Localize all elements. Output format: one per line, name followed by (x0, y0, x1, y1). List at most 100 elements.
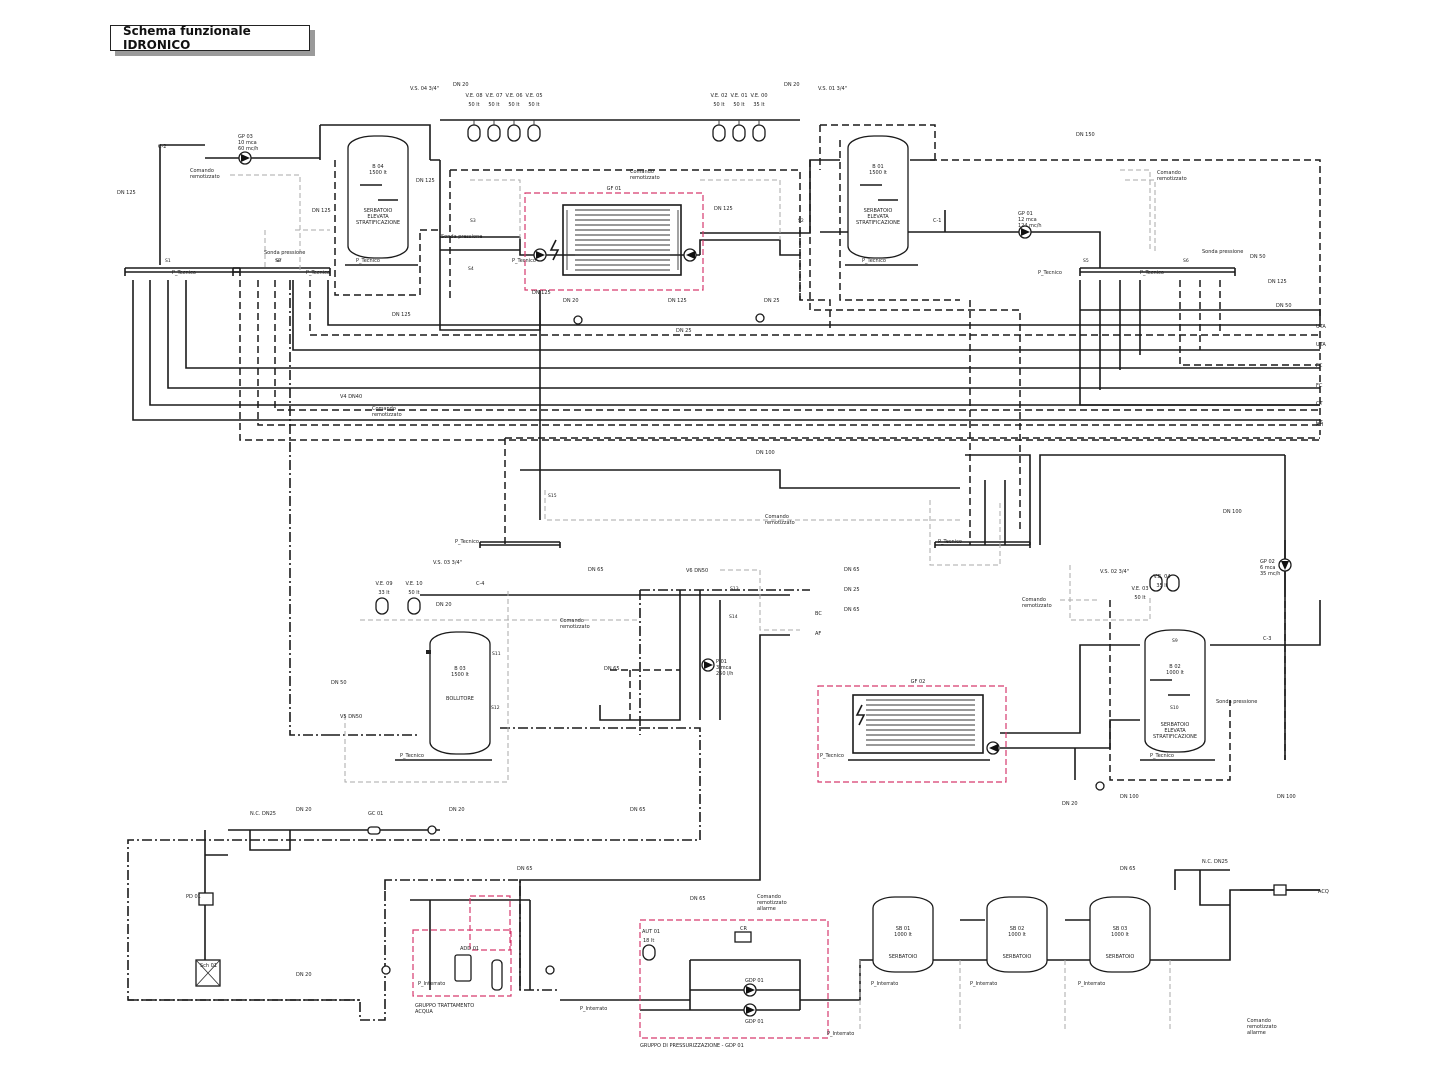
connection-tag-label: C-3 (1263, 636, 1271, 642)
pipe-annotation: DN 125 (416, 178, 435, 184)
pipe-annotation: Sonda pressione (1202, 249, 1243, 255)
tank-id-label: SB 03 (1113, 926, 1128, 932)
expansion-vessel-name: V.E. 07 (485, 93, 502, 99)
pipe-annotation: P_Tecnico (356, 258, 380, 264)
expansion-vessel-volume: 50 lt (488, 102, 499, 108)
tank-id-label: B 02 (1169, 664, 1180, 670)
pipe-annotation: DN 20 (563, 298, 579, 304)
pump-label: 3 mca (716, 665, 731, 671)
terminal-label: AF (815, 631, 821, 637)
pipe-annotation: DN 125 (1268, 279, 1287, 285)
pipe-annotation: P_Tecnico (455, 539, 479, 545)
sensor-label: S6 (1183, 258, 1189, 264)
pipework-upper-left (124, 124, 1320, 736)
pipe-annotation: DN 150 (1076, 132, 1095, 138)
tank-desc-label: SERBATOIO (364, 208, 393, 214)
tank-id-label: B 01 (872, 164, 883, 170)
chiller-units (549, 204, 990, 761)
pump-label: 124 mc/h (1018, 223, 1042, 229)
expansion-vessel-name: V.E. 04 (1153, 574, 1170, 580)
tank-desc-label: BOLLITORE (446, 696, 474, 702)
sensor-label: S7 (276, 258, 282, 264)
pipe-annotation: DN 100 (1223, 509, 1242, 515)
gdp-label: GDP 01 (745, 1019, 764, 1025)
sensor-label: S15 (548, 493, 557, 499)
sensor-label: S13 (730, 586, 739, 592)
pump-label: 35 mc/h (1260, 571, 1280, 577)
terminal-label: FC (1316, 363, 1323, 369)
expansion-vessel-volume: 33 lt (378, 590, 389, 596)
tank-desc-label: SERBATOIO (1161, 722, 1190, 728)
tank-id-label: 1000 lt (1111, 932, 1129, 938)
cr-label: CR (740, 926, 747, 932)
tank-id-label: 1500 lt (869, 170, 887, 176)
remote-alarm-caption: allarme (757, 906, 776, 912)
pressurization-caption: GRUPPO DI PRESSURIZZAZIONE - GDP 01 (640, 1043, 744, 1049)
tank-id-label: 1000 lt (1166, 670, 1184, 676)
remote-command-caption: remotizzato (1022, 603, 1052, 609)
remote-command-caption: Comando (765, 514, 789, 520)
pipe-annotation: DN 65 (604, 666, 620, 672)
pipe-annotation: DN 65 (844, 607, 860, 613)
remote-command-caption: remotizzato (190, 174, 220, 180)
pipe-annotation: DN 50 (1276, 303, 1292, 309)
tank-desc-label: ELEVATA (867, 214, 889, 220)
auxiliary-blocks (195, 313, 1287, 991)
pipe-annotation: N.C. DN25 (250, 811, 276, 817)
pipe-annotation: P_Tecnico (1140, 270, 1164, 276)
pipe-annotation: P_Tecnico (862, 258, 886, 264)
pipe-annotation: DN 25 (764, 298, 780, 304)
terminal-label: CT (1316, 420, 1323, 426)
pipe-annotation: N.C. DN25 (1202, 859, 1228, 865)
terminal-label: ACQ (1318, 889, 1329, 895)
sensor-label: S10 (1170, 705, 1179, 711)
pump-label: GP 02 (1260, 559, 1275, 565)
pipe-annotation: DN 100 (1120, 794, 1139, 800)
terminal-label: RH (1316, 422, 1323, 428)
pipe-annotation: DN 100 (756, 450, 775, 456)
terminal-label: UTA (1316, 324, 1326, 330)
sensor-label: S5 (1083, 258, 1089, 264)
diagram-title: Schema funzionale IDRONICO (123, 24, 251, 52)
pipe-annotation: P_Interrato (970, 981, 997, 987)
package-outlines (412, 192, 1007, 1039)
tank-shapes (345, 135, 1215, 973)
pipe-annotation: V.S. 01 3/4" (818, 86, 847, 92)
remote-alarm-caption: Comando (757, 894, 781, 900)
expansion-vessel-volume: 50 lt (733, 102, 744, 108)
expansion-vessel-name: V.E. 00 (750, 93, 767, 99)
tank-id-label: SB 02 (1010, 926, 1025, 932)
tank-id-label: 1000 lt (894, 932, 912, 938)
remote-command-caption: Comando (630, 169, 654, 175)
pipe-annotation: P_Interrato (1078, 981, 1105, 987)
expansion-vessel-volume: 50 lt (468, 102, 479, 108)
pipe-annotation: DN 125 (117, 190, 136, 196)
remote-alarm-caption: remotizzato (1247, 1024, 1277, 1030)
pipe-annotation: DN 20 (449, 807, 465, 813)
sensor-label: S1 (165, 258, 171, 264)
expansion-vessel-name: V.E. 08 (465, 93, 482, 99)
terminal-label: UTA (1316, 342, 1326, 348)
connection-tag-label: C-2 (158, 144, 166, 150)
expansion-vessel-name: V.E. 05 (525, 93, 542, 99)
remote-command-caption: Comando (372, 406, 396, 412)
pipe-annotation: P_Interrato (827, 1031, 854, 1037)
expansion-vessel-volume: 35 lt (753, 102, 764, 108)
pipe-annotation: DN 20 (453, 82, 469, 88)
remote-command-caption: Comando (1157, 170, 1181, 176)
pipe-annotation: Sonda pressione (1216, 699, 1257, 705)
pipework-upper-right (809, 124, 1321, 530)
sch-label: Sch 01 (200, 963, 217, 969)
terminal-label: CT (1316, 401, 1323, 407)
pipe-annotation: DN 125 (714, 206, 733, 212)
pipe-annotation: DN 20 (436, 602, 452, 608)
pipe-annotation: P_Tecnico (400, 753, 424, 759)
pipe-annotation: DN 125 (312, 208, 331, 214)
sensor-label: S14 (729, 614, 738, 620)
pipe-annotation: DN 50 (1250, 254, 1266, 260)
pipe-annotation: DN 65 (690, 896, 706, 902)
pump-label: P 01 (716, 659, 727, 665)
tank-id-label: B 04 (372, 164, 383, 170)
